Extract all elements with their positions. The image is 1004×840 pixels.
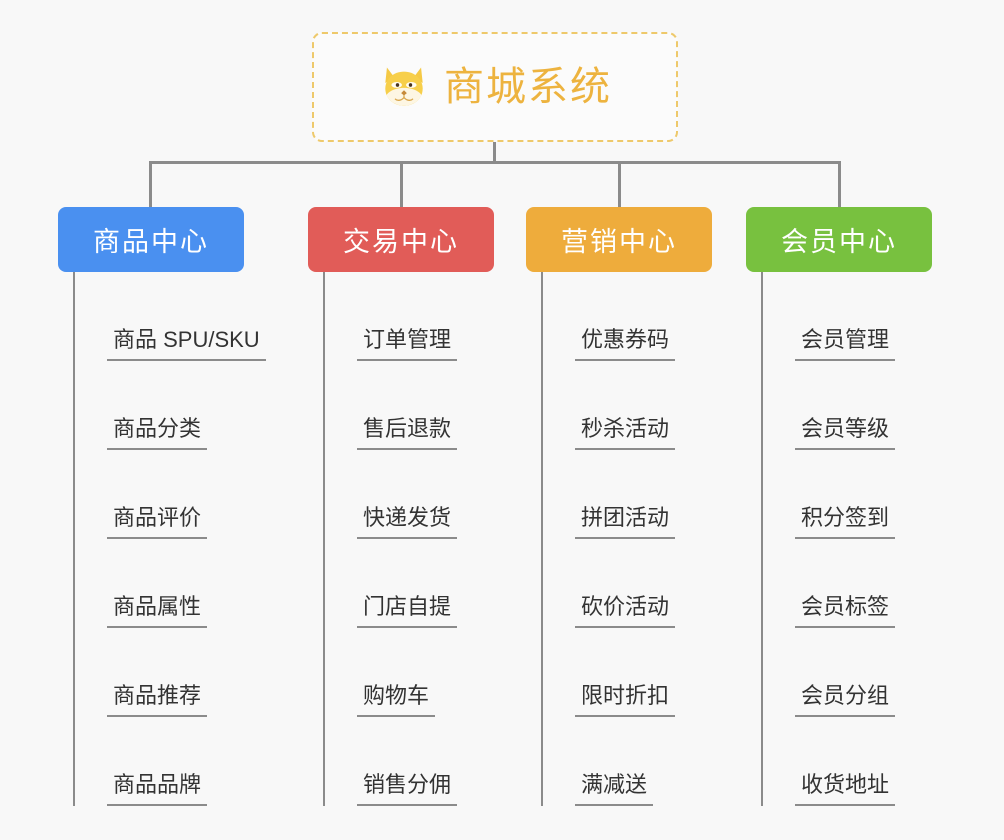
leaf-label: 会员分组	[795, 683, 896, 717]
leaf-label: 订单管理	[357, 327, 458, 361]
leaf-item[interactable]: 满减送	[541, 717, 712, 806]
branch-header-2[interactable]: 交易中心	[308, 207, 494, 272]
branch-header-3[interactable]: 营销中心	[526, 207, 712, 272]
leaf-rail-4: 会员管理 会员等级 积分签到 会员标签 会员分组 收货地址	[761, 272, 932, 806]
leaf-item[interactable]: 商品属性	[73, 539, 244, 628]
leaf-label: 购物车	[357, 683, 436, 717]
leaf-item[interactable]: 购物车	[323, 628, 494, 717]
leaf-item[interactable]: 会员标签	[761, 539, 932, 628]
branch-column-1: 商品中心 商品 SPU/SKU 商品分类 商品评价 商品属性 商品推荐 商品品牌	[58, 207, 266, 806]
leaf-label: 商品评价	[107, 505, 208, 539]
leaf-label: 快递发货	[357, 505, 458, 539]
leaf-item[interactable]: 销售分佣	[323, 717, 494, 806]
leaf-item[interactable]: 商品 SPU/SKU	[73, 272, 266, 361]
leaf-item[interactable]: 积分签到	[761, 450, 932, 539]
leaf-rail-3: 优惠券码 秒杀活动 拼团活动 砍价活动 限时折扣 满减送	[541, 272, 712, 806]
root-title: 商城系统	[444, 65, 612, 109]
branch-column-2: 交易中心 订单管理 售后退款 快递发货 门店自提 购物车 销售分佣	[308, 207, 494, 806]
branch-header-label-4: 会员中心	[781, 227, 897, 257]
leaf-label: 会员标签	[795, 594, 896, 628]
leaf-label: 商品属性	[107, 594, 208, 628]
branch-header-1[interactable]: 商品中心	[58, 207, 244, 272]
leaf-item[interactable]: 商品分类	[73, 361, 244, 450]
connector-drop-1	[149, 161, 152, 207]
branch-header-4[interactable]: 会员中心	[746, 207, 932, 272]
leaf-item[interactable]: 会员等级	[761, 361, 932, 450]
branch-header-label-2: 交易中心	[343, 227, 459, 257]
leaf-item[interactable]: 门店自提	[323, 539, 494, 628]
leaf-rail-2: 订单管理 售后退款 快递发货 门店自提 购物车 销售分佣	[323, 272, 494, 806]
leaf-label: 商品分类	[107, 416, 208, 450]
leaf-label: 限时折扣	[575, 683, 676, 717]
root-node[interactable]: 商城系统	[312, 32, 678, 142]
branch-header-label-3: 营销中心	[561, 227, 677, 257]
connector-drop-3	[618, 161, 621, 207]
leaf-item[interactable]: 商品品牌	[73, 717, 244, 806]
leaf-item[interactable]: 商品评价	[73, 450, 244, 539]
connector-branch-bus	[149, 161, 841, 164]
leaf-item[interactable]: 拼团活动	[541, 450, 712, 539]
connector-drop-2	[400, 161, 403, 207]
leaf-item[interactable]: 快递发货	[323, 450, 494, 539]
connector-drop-4	[838, 161, 841, 207]
leaf-item[interactable]: 商品推荐	[73, 628, 244, 717]
leaf-rail-1: 商品 SPU/SKU 商品分类 商品评价 商品属性 商品推荐 商品品牌	[73, 272, 266, 806]
leaf-label: 秒杀活动	[575, 416, 676, 450]
leaf-label: 会员等级	[795, 416, 896, 450]
leaf-label: 砍价活动	[575, 594, 676, 628]
shiba-dog-face-icon	[385, 67, 423, 106]
leaf-label: 商品品牌	[107, 772, 208, 806]
branch-column-3: 营销中心 优惠券码 秒杀活动 拼团活动 砍价活动 限时折扣 满减送	[526, 207, 712, 806]
leaf-label: 售后退款	[357, 416, 458, 450]
leaf-label: 满减送	[575, 772, 654, 806]
leaf-item[interactable]: 售后退款	[323, 361, 494, 450]
leaf-item[interactable]: 限时折扣	[541, 628, 712, 717]
leaf-item[interactable]: 会员管理	[761, 272, 932, 361]
branch-header-label-1: 商品中心	[93, 227, 209, 257]
leaf-label: 门店自提	[357, 594, 458, 628]
leaf-item[interactable]: 秒杀活动	[541, 361, 712, 450]
leaf-label: 销售分佣	[357, 772, 458, 806]
leaf-item[interactable]: 砍价活动	[541, 539, 712, 628]
branch-column-4: 会员中心 会员管理 会员等级 积分签到 会员标签 会员分组 收货地址	[746, 207, 932, 806]
leaf-item[interactable]: 优惠券码	[541, 272, 712, 361]
leaf-label: 商品 SPU/SKU	[107, 327, 266, 361]
leaf-item[interactable]: 收货地址	[761, 717, 932, 806]
leaf-item[interactable]: 订单管理	[323, 272, 494, 361]
leaf-label: 收货地址	[795, 772, 896, 806]
connector-root-stem	[493, 142, 496, 164]
leaf-label: 商品推荐	[107, 683, 208, 717]
leaf-item[interactable]: 会员分组	[761, 628, 932, 717]
leaf-label: 会员管理	[795, 327, 896, 361]
leaf-label: 优惠券码	[575, 327, 676, 361]
leaf-label: 拼团活动	[575, 505, 676, 539]
leaf-label: 积分签到	[795, 505, 896, 539]
